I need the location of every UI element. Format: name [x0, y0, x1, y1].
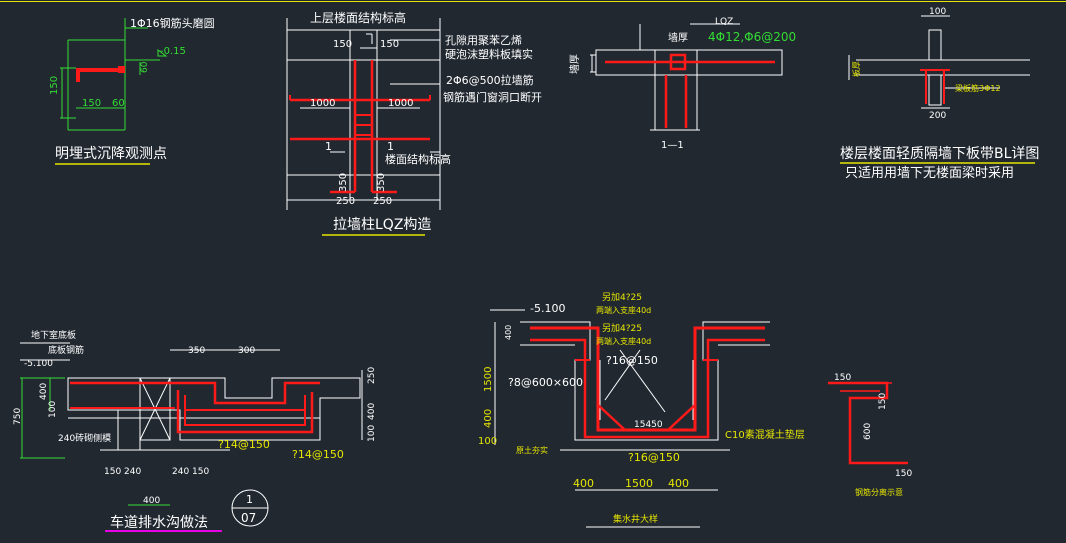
drain-dim-400-left: 400 — [39, 383, 49, 400]
settlement-rebar — [76, 68, 120, 82]
lqz-top-label: 上层楼面结构标高 — [310, 10, 406, 25]
drain-dim-bottom-right: 240 150 — [172, 467, 209, 477]
settlement-point-detail: 1Φ16钢筋头磨圆 -0.15 150 150 60 60 明埋式沉降观测点 — [49, 16, 215, 165]
sump-dim-400-left: 400 — [573, 477, 594, 490]
lqz-dim-250-left: 250 — [336, 196, 355, 207]
drain-dim-400-bottom: 400 — [143, 496, 160, 506]
sump-title: 集水井大样 — [613, 513, 658, 525]
sump-detail: -5.100 另加4?25 两端入支座40d 另加4?25 两端入支座40d ?… — [478, 292, 805, 528]
lqz-gap-fill-2: 硬泡沫塑料板填实 — [445, 47, 533, 61]
bl-subtitle: 只适用用墙下无楼面梁时采用 — [845, 166, 1014, 181]
sump-dim-400-right: 400 — [668, 477, 689, 490]
sump-dim-100-v: 100 — [478, 436, 497, 447]
lqz-gap-fill-1: 孔隙用聚苯乙烯 — [445, 33, 522, 47]
section-label: 1—1 — [661, 140, 684, 151]
bl-dim-100: 100 — [929, 7, 946, 17]
lqz-floor-label: 楼面结构标高 — [385, 152, 451, 166]
drain-dim-350: 350 — [188, 346, 205, 356]
bar-shape-caption: 钢筋分离示意 — [855, 487, 903, 497]
bl-title: 楼层楼面轻质隔墙下板带BL详图 — [840, 146, 1039, 162]
drain-dim-100-right: 100 — [367, 425, 377, 442]
drain-floor-slab-label: 地下室底板 — [31, 329, 76, 341]
drain-outline — [67, 377, 361, 441]
lqz-detail: 上层楼面结构标高 150 150 孔隙用聚苯乙烯 硬泡沫塑料板填实 2Φ6@50… — [286, 10, 542, 236]
bar-shape-dim-150-mid: 150 — [878, 393, 888, 410]
drain-rebar — [70, 381, 320, 405]
sump-dim-400-top: 400 — [504, 325, 513, 340]
bl-dim-200: 200 — [929, 111, 946, 121]
drain-ref-bottom: 07 — [241, 511, 256, 525]
lqz-dim-350-right: 350 — [376, 173, 387, 192]
sump-level: -5.100 — [530, 302, 565, 315]
lqz-opening-note: 钢筋遇门窗洞口断开 — [443, 90, 542, 104]
settlement-dim-60-horizontal: 60 — [112, 98, 125, 109]
sump-concrete: C10素混凝土垫层 — [725, 428, 805, 441]
drain-detail: 地下室底板 底板钢筋 -5.100 350 300 250 400 100 75… — [13, 329, 377, 532]
drain-title: 车道排水沟做法 — [110, 514, 208, 531]
drain-dim-400-right: 400 — [367, 403, 377, 420]
bar-shape-dim-600: 600 — [863, 423, 873, 440]
settlement-bar-label: 1Φ16钢筋头磨圆 — [130, 16, 215, 30]
lqz-section-1-right: 1 — [387, 140, 394, 153]
lqz-dim-1000-left: 1000 — [310, 98, 335, 109]
drain-dim-100-left: 100 — [48, 401, 58, 418]
lqz-dim-150-left: 150 — [333, 39, 352, 50]
drain-dim-bottom-left: 150 240 — [104, 467, 141, 477]
sump-add-bar-2: 另加4?25 — [602, 323, 642, 334]
bar-shape-dim-150-top: 150 — [834, 373, 851, 383]
drain-dim-250-right: 250 — [367, 367, 377, 384]
section-wall-thickness-left: 墙厚 — [568, 54, 581, 74]
section-1-1-detail: LQZ 4Φ12,Φ6@200 墙厚 墙厚 1—1 — [568, 17, 796, 151]
lqz-section-1-left: 1 — [325, 140, 332, 153]
sump-soil: 原土夯实 — [516, 445, 548, 455]
bar-shape-dim-150-bottom: 150 — [895, 469, 912, 479]
sump-dim-1500-h: 1500 — [625, 477, 653, 490]
sump-add-bar-1: 另加4?25 — [602, 292, 642, 303]
sump-dim-400-v: 400 — [483, 409, 494, 428]
section-wall-thickness: 墙厚 — [668, 31, 688, 44]
bl-left-note: 板厚 — [851, 61, 861, 77]
drain-dim-300: 300 — [238, 346, 255, 356]
lqz-dim-250-right: 250 — [373, 196, 392, 207]
sump-anchor-1: 两端入支座40d — [596, 305, 651, 315]
drain-slab-bar-label: 底板钢筋 — [48, 344, 84, 356]
bl-bar-note: 梁板筋3Φ12 — [955, 83, 1001, 93]
sump-bar-bottom: ?16@150 — [628, 451, 680, 464]
settlement-dim-60-vertical: 60 — [140, 61, 150, 73]
sump-rebar — [530, 326, 765, 432]
bl-detail: 100 200 板厚 梁板筋3Φ12 楼层楼面轻质隔墙下板带BL详图 只适用用墙… — [840, 7, 1039, 181]
drain-level: -5.100 — [24, 359, 53, 369]
settlement-title: 明埋式沉降观测点 — [55, 146, 167, 162]
drain-bar-2: ?14@150 — [292, 448, 344, 461]
lqz-dim-150-right: 150 — [380, 39, 399, 50]
lqz-title: 拉墙柱LQZ构造 — [333, 217, 431, 233]
settlement-level: -0.15 — [160, 46, 186, 57]
lqz-tie-bar-label: 2Φ6@500拉墙筋 — [446, 73, 534, 87]
settlement-dim-150-horizontal: 150 — [82, 98, 101, 109]
drain-ref-top: 1 — [246, 493, 253, 506]
drain-bar-1: ?14@150 — [218, 438, 270, 451]
lqz-dim-350-left: 350 — [338, 173, 349, 192]
sump-anchor-2: 两端入支座40d — [596, 336, 651, 346]
bar-shape-detail: 150 150 600 150 钢筋分离示意 — [828, 373, 912, 497]
section-column-label: LQZ — [715, 17, 733, 27]
lqz-dim-1000-right: 1000 — [388, 98, 413, 109]
sump-bar-left: ?8@600×600 — [508, 376, 583, 389]
sump-haunch: 15450 — [634, 420, 663, 430]
drain-dim-750: 750 — [13, 408, 23, 425]
sump-dim-1500-v: 1500 — [483, 367, 494, 392]
sump-bar-center: ?16@150 — [606, 354, 658, 367]
sump-outline — [520, 321, 770, 441]
settlement-dim-150-vertical: 150 — [49, 76, 60, 95]
drain-brick-wall: 240砖砌侧模 — [58, 432, 111, 444]
section-rebar-label: 4Φ12,Φ6@200 — [708, 30, 796, 44]
